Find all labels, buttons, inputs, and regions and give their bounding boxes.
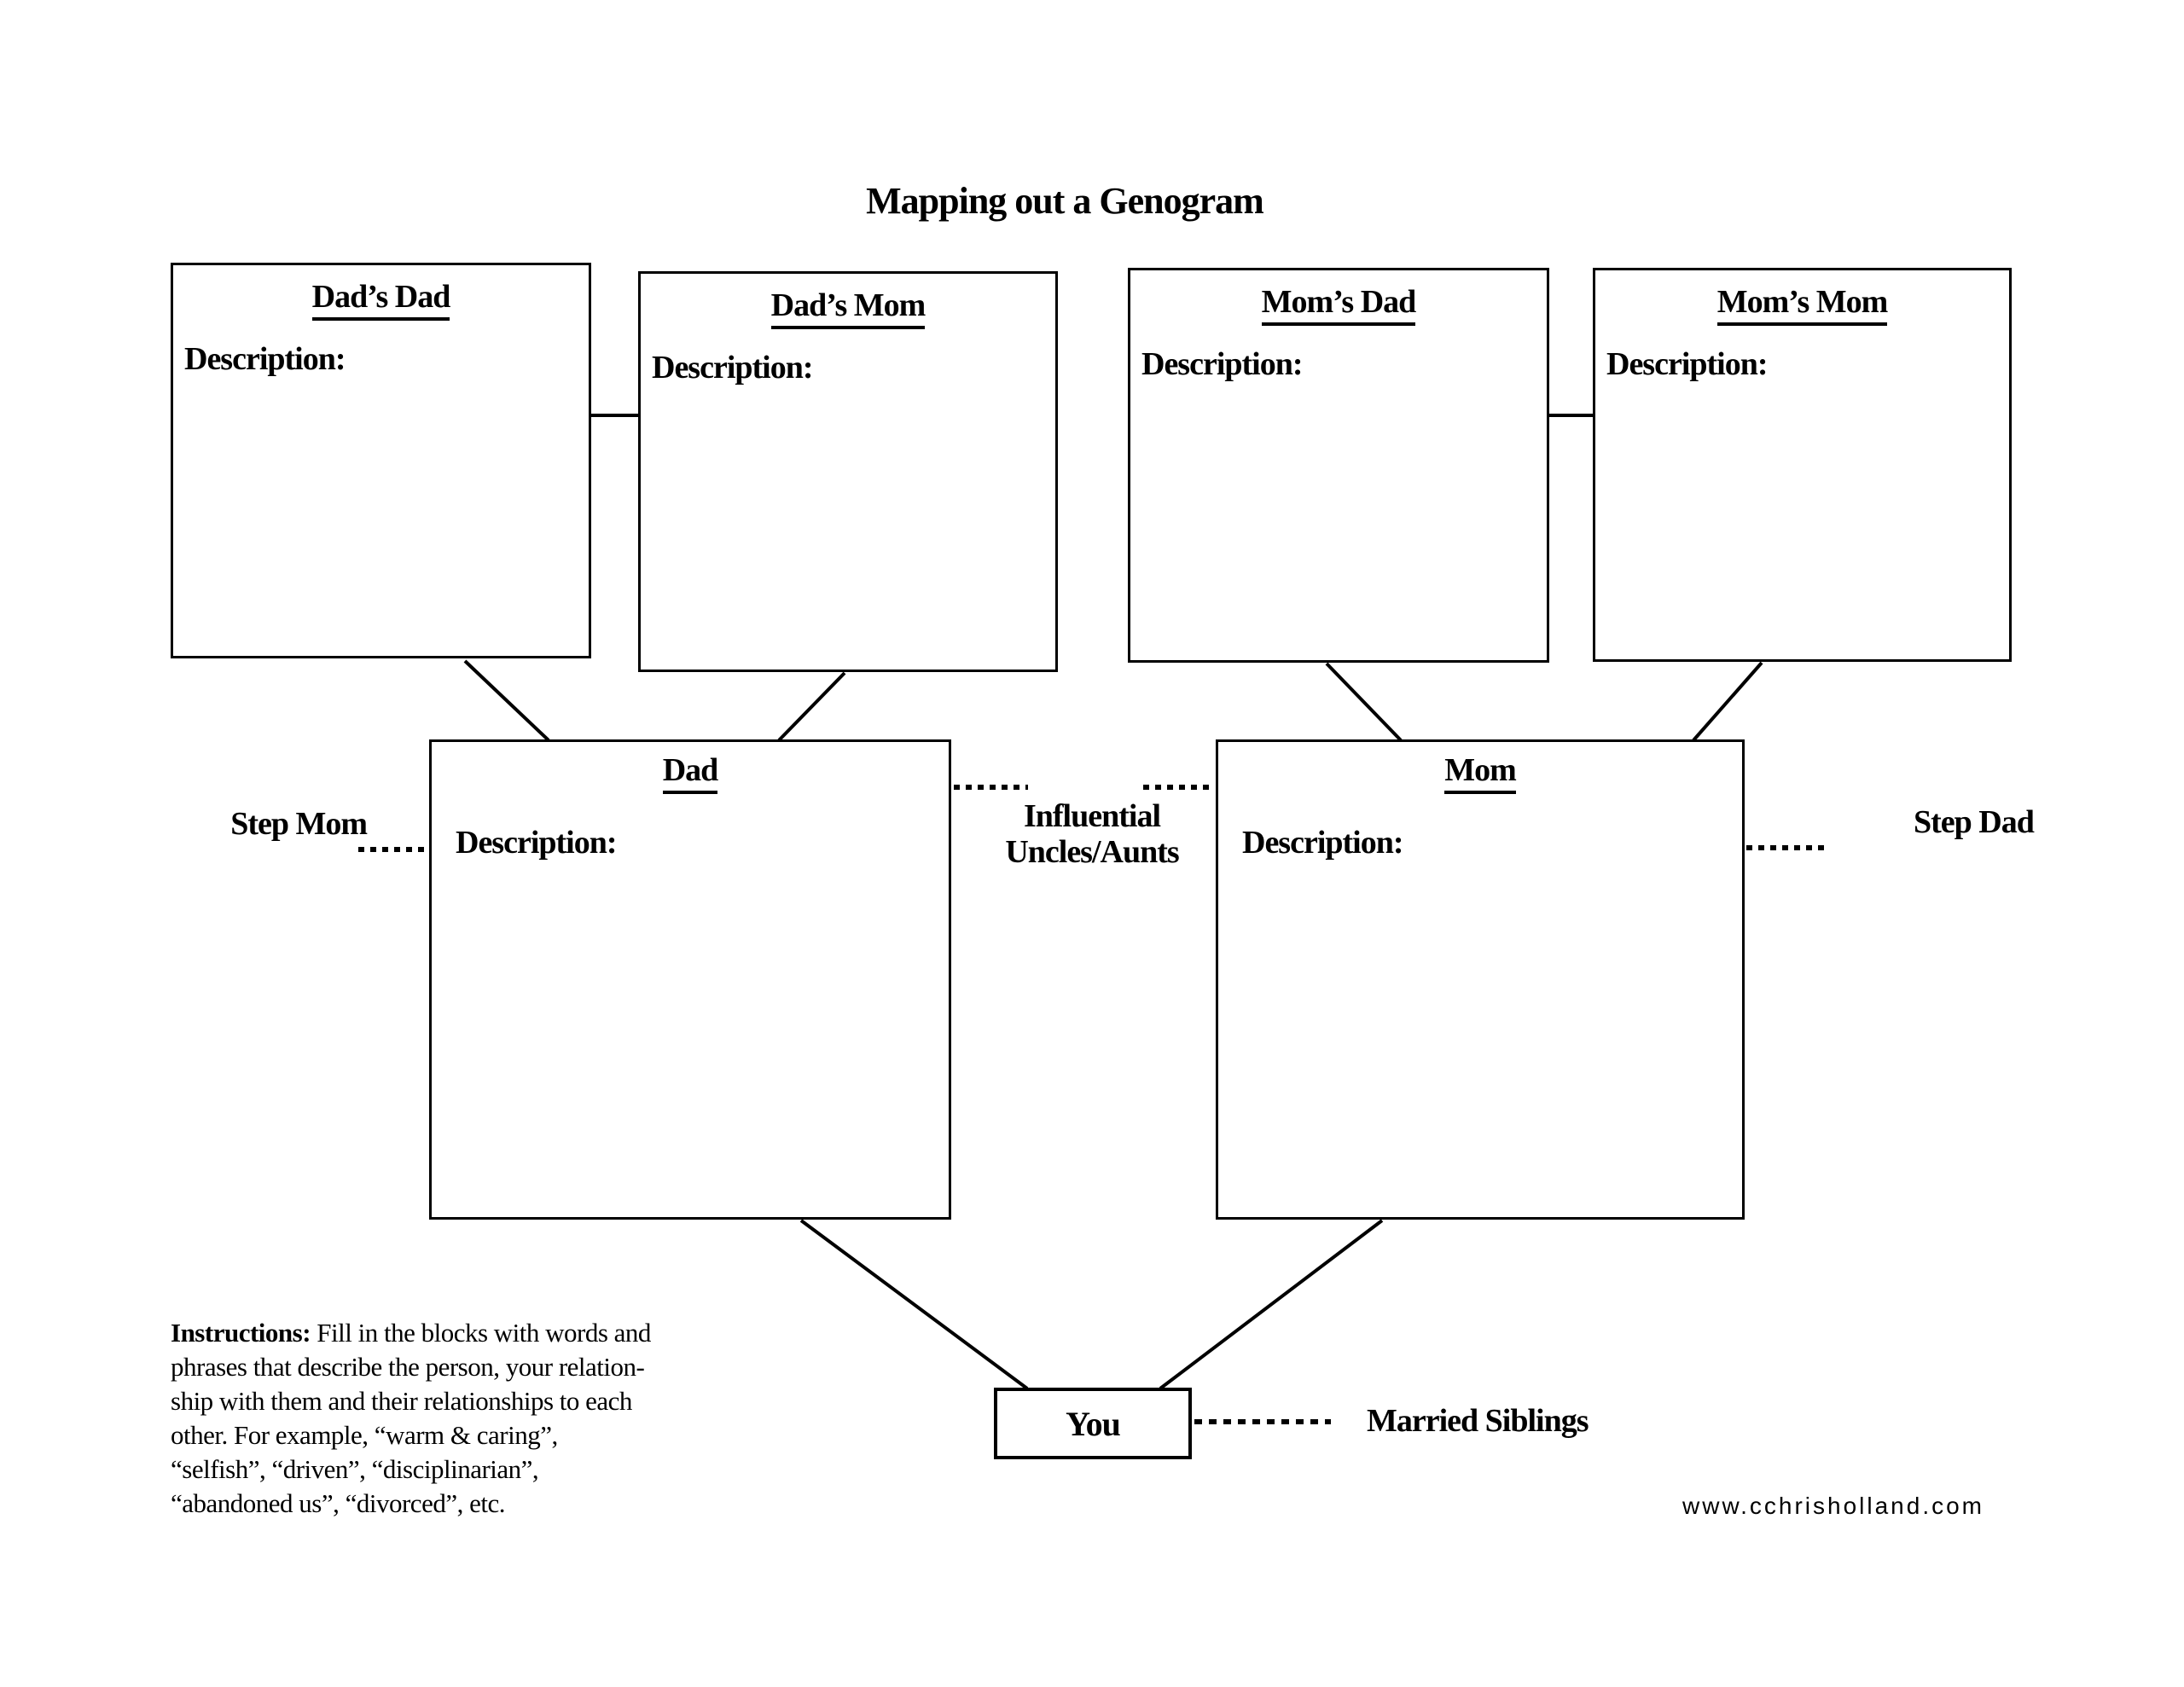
dads-dad-box: Dad’s Dad Description:: [171, 263, 591, 658]
you-box: You: [994, 1388, 1192, 1459]
moms-mom-title: Mom’s Mom: [1595, 285, 2009, 326]
you-title: You: [1066, 1404, 1121, 1443]
step-dad-label: Step Dad: [1914, 804, 2035, 840]
influential-uncles-aunts-label: Influential Uncles/Aunts: [921, 798, 1263, 870]
mom-box: Mom Description:: [1216, 739, 1745, 1220]
influential-uncles-aunts-line1: Influential: [1023, 798, 1161, 834]
dad-title: Dad: [432, 753, 949, 794]
moms-mom-description-label: Description:: [1606, 346, 1769, 382]
influential-uncles-aunts-line2: Uncles/Aunts: [1005, 834, 1179, 870]
line-dad-to-you: [799, 1219, 1029, 1390]
dads-dad-description-label: Description:: [184, 341, 346, 377]
page-title: Mapping out a Genogram: [866, 180, 1264, 222]
instructions-prefix: Instructions:: [171, 1318, 311, 1348]
married-siblings-label: Married Siblings: [1367, 1403, 1589, 1439]
instructions-line: Instructions: Fill in the blocks with wo…: [171, 1318, 651, 1348]
step-mom-label: Step Mom: [230, 806, 368, 842]
instructions-text: Instructions: Fill in the blocks with wo…: [171, 1316, 785, 1521]
dads-mom-title: Dad’s Mom: [641, 288, 1055, 329]
line-dads-dad-to-dad: [463, 659, 550, 742]
moms-mom-box: Mom’s Mom Description:: [1593, 268, 2012, 662]
line-dads-mom-to-dad: [777, 671, 846, 742]
moms-dad-box: Mom’s Dad Description:: [1128, 268, 1549, 663]
moms-dad-title: Mom’s Dad: [1130, 285, 1547, 326]
line-moms-mom-to-mom: [1692, 661, 1763, 742]
instructions-line: “abandoned us”, “divorced”, etc.: [171, 1488, 505, 1518]
line-mom-to-you: [1159, 1219, 1384, 1390]
instructions-line: “selfish”, “driven”, “disciplinarian”,: [171, 1454, 539, 1484]
instructions-line: other. For example, “warm & caring”,: [171, 1420, 558, 1450]
dad-box: Dad Description:: [429, 739, 951, 1220]
instructions-line: phrases that describe the person, your r…: [171, 1352, 645, 1382]
dads-mom-description-label: Description:: [652, 350, 814, 386]
mom-description-label: Description:: [1242, 825, 1404, 861]
instructions-line: ship with them and their relationships t…: [171, 1386, 632, 1416]
dads-mom-box: Dad’s Mom Description:: [638, 271, 1058, 672]
dad-description-label: Description:: [456, 825, 618, 861]
website-url: www.cchrisholland.com: [1682, 1493, 1984, 1519]
moms-dad-description-label: Description:: [1141, 346, 1304, 382]
mom-title: Mom: [1218, 753, 1742, 794]
line-moms-dad-to-mom: [1325, 662, 1403, 742]
dads-dad-title: Dad’s Dad: [173, 280, 589, 321]
